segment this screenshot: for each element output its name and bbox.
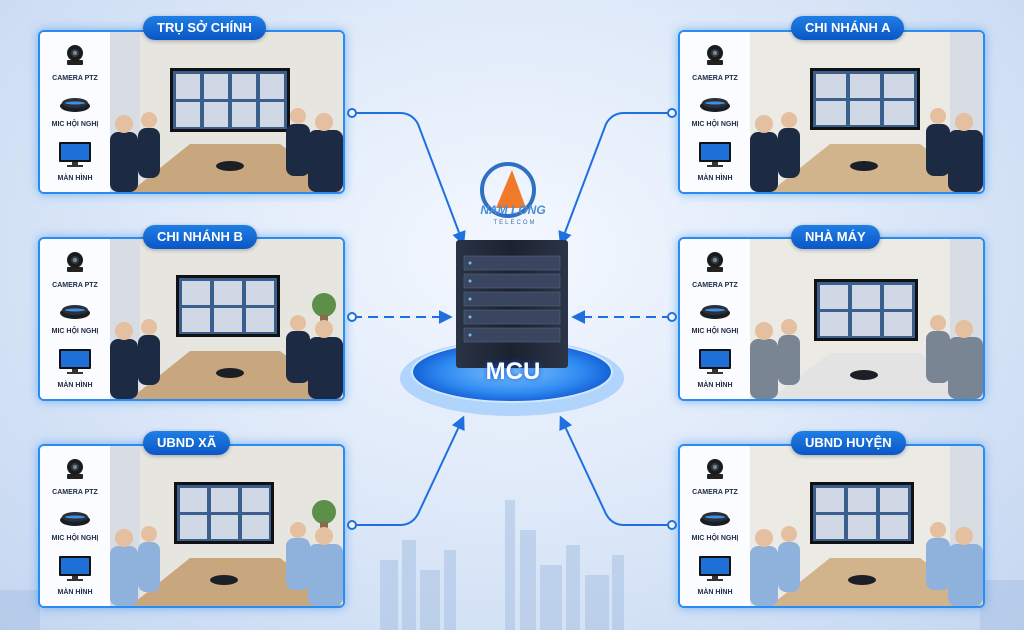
mcu-label: MCU <box>485 358 541 385</box>
camera-ptz-icon <box>67 459 83 479</box>
meeting-room-scene <box>110 32 343 192</box>
equipment-panel: CAMERA PTZ MIC HỘI NGHỊ MÀN HÌNH <box>40 446 111 606</box>
conference-mic-icon <box>700 98 730 112</box>
camera-item: CAMERA PTZ <box>680 42 750 82</box>
port-dot <box>347 520 357 530</box>
link-ubnd-xa <box>352 415 465 526</box>
camera-item: CAMERA PTZ <box>40 249 110 289</box>
mic-item: MIC HỘI NGHỊ <box>40 94 110 128</box>
monitor-icon <box>699 349 731 374</box>
site-title: UBND HUYỆN <box>791 431 906 455</box>
site-title: NHÀ MÁY <box>791 225 880 249</box>
meeting-room-scene <box>750 239 983 399</box>
equipment-panel: CAMERA PTZ MIC HỘI NGHỊ MÀN HÌNH <box>680 32 751 192</box>
conference-mic-icon <box>700 512 730 526</box>
monitor-icon <box>59 349 91 374</box>
display-item: MÀN HÌNH <box>680 554 750 596</box>
site-card-nha-may: CAMERA PTZ MIC HỘI NGHỊ MÀN HÌNH <box>678 237 985 401</box>
camera-item: CAMERA PTZ <box>40 42 110 82</box>
camera-ptz-icon <box>67 45 83 65</box>
port-dot <box>667 520 677 530</box>
equipment-panel: CAMERA PTZ MIC HỘI NGHỊ MÀN HÌNH <box>40 32 111 192</box>
city-skyline-background <box>0 500 1024 630</box>
display-item: MÀN HÌNH <box>40 140 110 182</box>
conference-mic-icon <box>60 305 90 319</box>
logo-tagline: TELECOM <box>493 220 537 226</box>
conference-mic-icon <box>60 512 90 526</box>
equipment-panel: CAMERA PTZ MIC HỘI NGHỊ MÀN HÌNH <box>40 239 111 399</box>
mic-item: MIC HỘI NGHỊ <box>40 508 110 542</box>
meeting-room-scene <box>110 239 343 399</box>
conference-mic-icon <box>700 305 730 319</box>
display-item: MÀN HÌNH <box>40 347 110 389</box>
camera-item: CAMERA PTZ <box>680 249 750 289</box>
equipment-panel: CAMERA PTZ MIC HỘI NGHỊ MÀN HÌNH <box>680 446 751 606</box>
mic-item: MIC HỘI NGHỊ <box>680 508 750 542</box>
display-item: MÀN HÌNH <box>40 554 110 596</box>
display-item: MÀN HÌNH <box>680 140 750 182</box>
site-card-tru-so-chinh: CAMERA PTZ MIC HỘI NGHỊ MÀN HÌNH <box>38 30 345 194</box>
link-chi-nhanh-a <box>558 112 672 246</box>
camera-ptz-icon <box>67 252 83 272</box>
port-dot <box>347 108 357 118</box>
camera-ptz-icon <box>707 459 723 479</box>
meeting-room-scene <box>750 446 983 606</box>
equipment-panel: CAMERA PTZ MIC HỘI NGHỊ MÀN HÌNH <box>680 239 751 399</box>
site-title: CHI NHÁNH B <box>143 225 257 249</box>
camera-ptz-icon <box>707 252 723 272</box>
camera-item: CAMERA PTZ <box>680 456 750 496</box>
mic-item: MIC HỘI NGHỊ <box>680 94 750 128</box>
port-dot <box>667 108 677 118</box>
link-tru-so-chinh <box>352 112 466 246</box>
port-dot <box>667 312 677 322</box>
site-title: CHI NHÁNH A <box>791 16 905 40</box>
display-item: MÀN HÌNH <box>680 347 750 389</box>
logo-name: NAM LONG <box>480 203 546 217</box>
site-title: TRỤ SỞ CHÍNH <box>143 16 266 40</box>
logo-ring <box>480 162 536 218</box>
camera-ptz-icon <box>707 45 723 65</box>
monitor-icon <box>59 556 91 581</box>
logo-mark <box>496 170 526 208</box>
site-title: UBND XÃ <box>143 431 231 455</box>
camera-item: CAMERA PTZ <box>40 456 110 496</box>
meeting-room-scene <box>750 32 983 192</box>
mic-item: MIC HỘI NGHỊ <box>680 301 750 335</box>
site-card-ubnd-xa: CAMERA PTZ MIC HỘI NGHỊ MÀN HÌNH <box>38 444 345 608</box>
port-dot <box>347 312 357 322</box>
link-ubnd-huyen <box>559 415 672 526</box>
site-card-chi-nhanh-b: CAMERA PTZ MIC HỘI NGHỊ MÀN HÌNH <box>38 237 345 401</box>
monitor-icon <box>59 142 91 167</box>
conference-mic-icon <box>60 98 90 112</box>
mic-item: MIC HỘI NGHỊ <box>40 301 110 335</box>
meeting-room-scene <box>110 446 343 606</box>
site-card-ubnd-huyen: CAMERA PTZ MIC HỘI NGHỊ MÀN HÌNH <box>678 444 985 608</box>
site-card-chi-nhanh-a: CAMERA PTZ MIC HỘI NGHỊ MÀN HÌNH <box>678 30 985 194</box>
monitor-icon <box>699 142 731 167</box>
monitor-icon <box>699 556 731 581</box>
